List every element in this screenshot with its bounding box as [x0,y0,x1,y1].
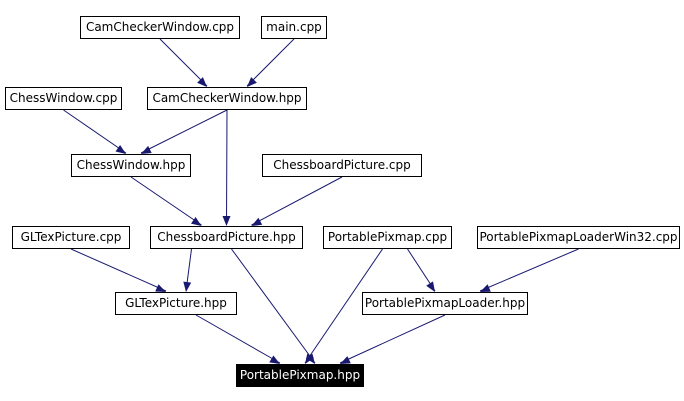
edge-n3-n5 [63,109,127,154]
edge-n4-n8 [226,109,228,226]
arrowhead-n4-n8 [222,216,231,226]
edge-n5-n8 [130,176,202,226]
arrowhead-n9-n13 [305,353,314,364]
arrowhead-n12-n13 [340,356,351,364]
edge-n7-n11 [70,248,167,292]
arrowhead-n4-n5 [141,145,152,154]
node-gltexpicture-cpp[interactable]: GLTexPicture.cpp [12,226,130,249]
edge-n10-n12 [479,248,579,292]
edge-n8-n13 [231,248,316,364]
edge-n12-n13 [339,314,446,364]
arrowhead-n2-n4 [247,77,257,87]
node-chesswindow-cpp[interactable]: ChessWindow.cpp [5,87,122,110]
node-chessboardpicture-cpp[interactable]: ChessboardPicture.cpp [262,154,422,177]
node-portablepixmaploader-hpp[interactable]: PortablePixmapLoader.hpp [362,292,528,315]
edge-n4-n5 [140,109,228,154]
arrowhead-n11-n13 [269,355,280,364]
edge-n2-n4 [246,38,295,87]
node-gltexpicture-hpp[interactable]: GLTexPicture.hpp [115,292,237,315]
node-camcheckerwindow-cpp[interactable]: CamCheckerWindow.cpp [80,16,240,39]
node-main-cpp[interactable]: main.cpp [261,16,327,39]
edge-n11-n13 [195,314,281,364]
node-chesswindow-hpp[interactable]: ChessWindow.hpp [71,154,191,177]
arrowhead-n8-n11 [183,281,192,292]
arrowhead-n5-n8 [191,217,202,226]
node-portablepixmap-hpp[interactable]: PortablePixmap.hpp [236,364,364,387]
arrowhead-n7-n11 [155,284,166,292]
arrowhead-n6-n8 [251,217,263,226]
arrowhead-n1-n4 [197,77,207,87]
node-portablepixmaploaderwin32-cpp[interactable]: PortablePixmapLoaderWin32.cpp [477,226,680,249]
edge-n1-n4 [159,38,208,87]
edge-n9-n13 [304,248,383,364]
node-portablepixmap-cpp[interactable]: PortablePixmap.cpp [323,226,452,249]
node-chessboardpicture-hpp[interactable]: ChessboardPicture.hpp [150,226,303,249]
arrowhead-n9-n12 [426,281,435,292]
arrowhead-n3-n5 [115,145,126,154]
edge-n6-n8 [251,176,343,226]
node-camcheckerwindow-hpp[interactable]: CamCheckerWindow.hpp [147,87,307,110]
arrowhead-n10-n12 [480,284,491,292]
